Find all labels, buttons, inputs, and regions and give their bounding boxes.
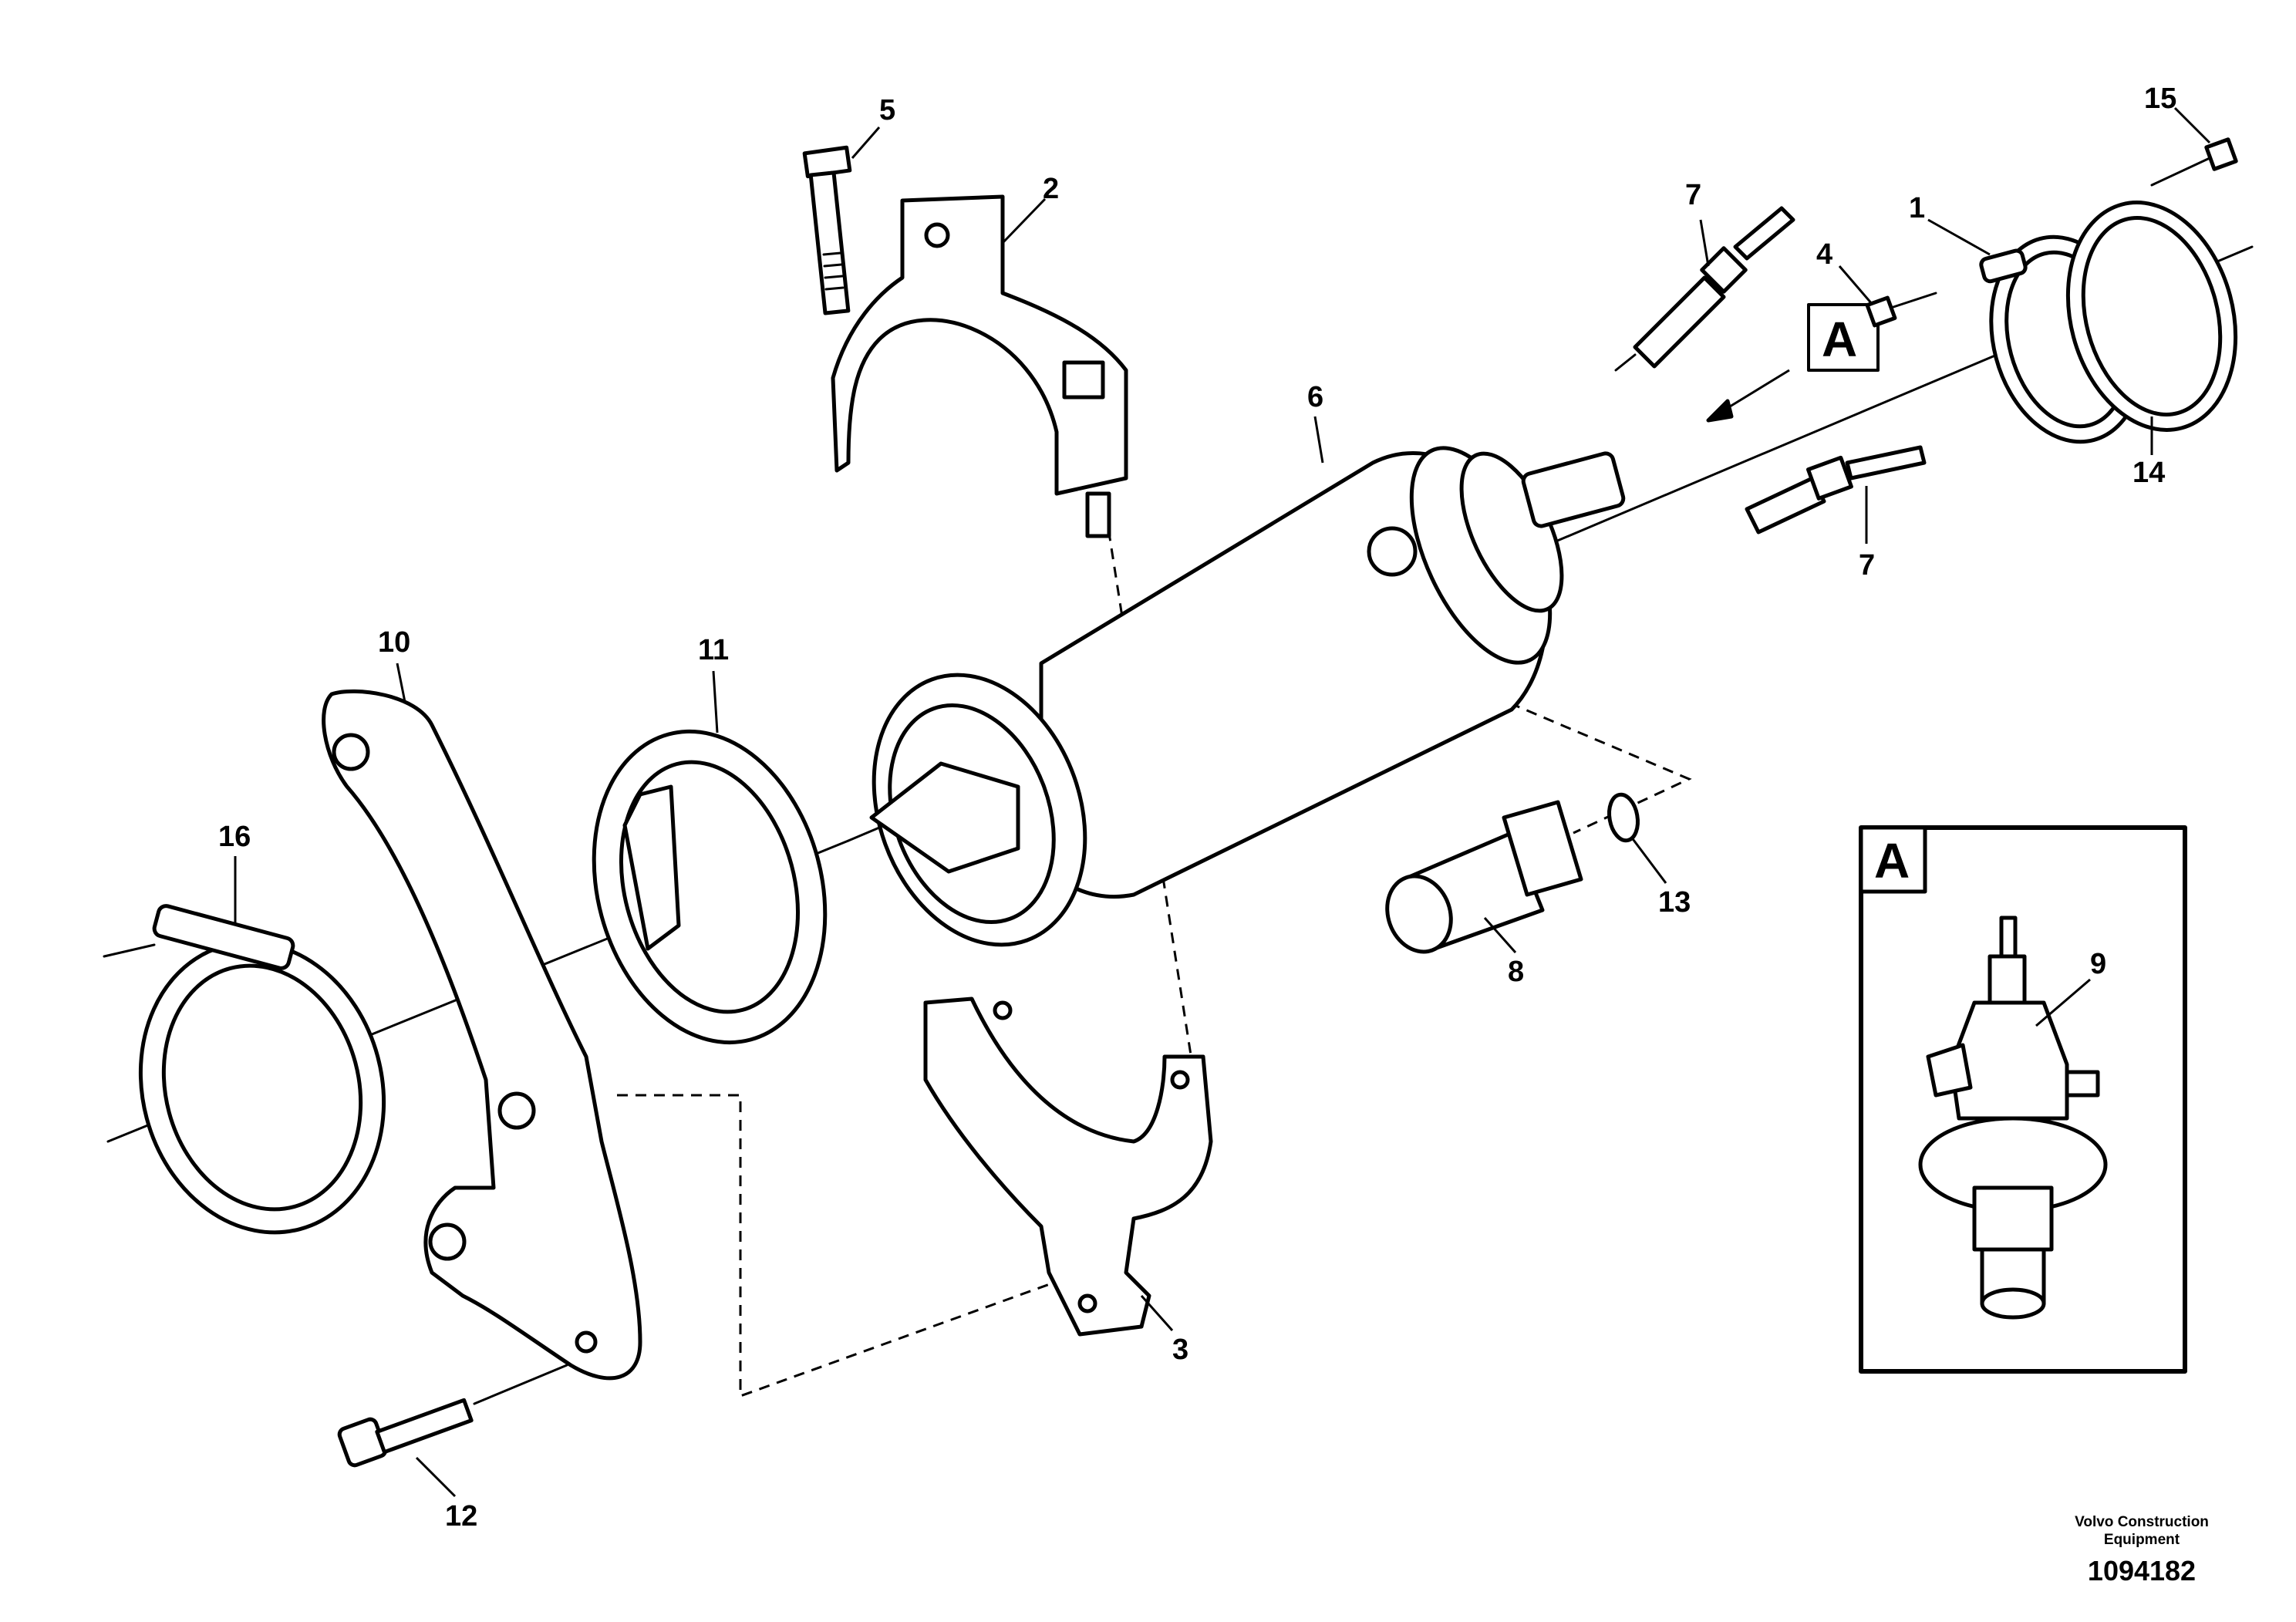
burner-body-part-6 xyxy=(869,446,1626,947)
bolt-part-5 xyxy=(802,145,852,315)
callout-5: 5 xyxy=(879,94,895,126)
callout-12: 12 xyxy=(445,1500,477,1533)
mounting-bracket-part-10 xyxy=(322,689,642,1381)
callout-10: 10 xyxy=(378,626,410,659)
ring-part-11 xyxy=(592,729,828,1045)
callout-7-lower: 7 xyxy=(1859,549,1875,582)
footer-company-line1: Volvo Construction xyxy=(2075,1514,2209,1530)
fitting-part-8 xyxy=(1385,800,1583,954)
glow-plug-lower-part-7 xyxy=(1745,445,1927,534)
v-clamp-part-14 xyxy=(2065,201,2238,432)
detail-a-inset: A xyxy=(1859,825,2187,1374)
callout-13: 13 xyxy=(1658,886,1691,919)
callout-9: 9 xyxy=(2090,948,2106,980)
callout-2: 2 xyxy=(1043,173,1059,205)
callout-3: 3 xyxy=(1172,1334,1188,1366)
footer-company-line2: Equipment xyxy=(2103,1532,2180,1548)
drawing-number: 1094182 xyxy=(2087,1555,2197,1587)
callout-4: 4 xyxy=(1816,238,1832,271)
lower-bracket-part-3 xyxy=(923,996,1213,1337)
washer-part-13 xyxy=(1607,792,1640,843)
callout-7-upper: 7 xyxy=(1685,179,1701,211)
valve-part-9 xyxy=(1918,916,2108,1320)
nut-part-4 xyxy=(1865,292,1937,328)
v-clamp-part-16 xyxy=(103,904,386,1235)
upper-bracket-part-2 xyxy=(831,194,1128,538)
callout-14: 14 xyxy=(2132,457,2165,489)
leader-lines xyxy=(234,106,2211,1498)
detail-marker-a: A xyxy=(1822,312,1857,367)
callout-15: 15 xyxy=(2144,83,2176,115)
detail-a-pointer: A xyxy=(1706,303,1880,423)
glow-plug-upper-part-7 xyxy=(1614,206,1795,372)
callout-6: 6 xyxy=(1307,381,1323,413)
callout-11: 11 xyxy=(698,634,729,666)
callout-1: 1 xyxy=(1909,192,1925,224)
bolt-part-12 xyxy=(337,1364,568,1468)
callout-8: 8 xyxy=(1508,956,1524,988)
footer-company: Volvo Construction Equipment 1094182 xyxy=(2057,1513,2227,1587)
callout-16: 16 xyxy=(218,821,251,853)
detail-label-a: A xyxy=(1874,833,1910,889)
callout-numbers: 5 2 6 7 7 1 4 14 15 10 11 16 3 12 8 13 9 xyxy=(218,83,2176,1533)
nut-part-15 xyxy=(2150,137,2238,187)
